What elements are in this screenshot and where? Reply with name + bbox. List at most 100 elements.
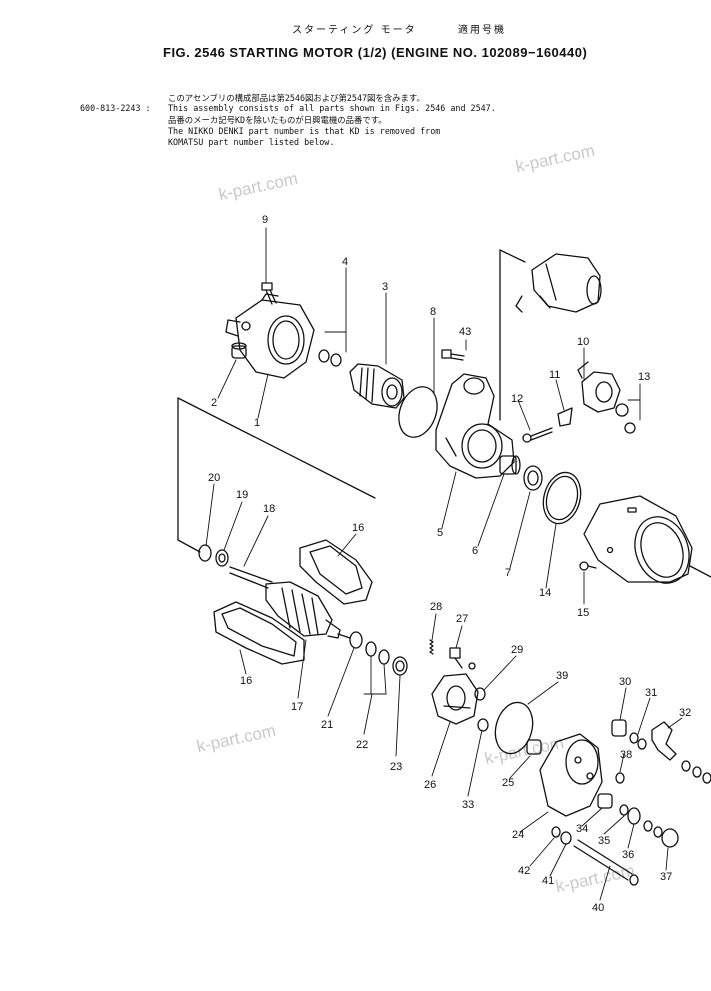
washer-part-36 [643, 820, 663, 838]
washer-part-29 [474, 687, 486, 701]
armature-part-17 [229, 566, 351, 639]
callout-20: 20 [208, 472, 221, 484]
bush-part-30 [611, 719, 627, 737]
washers-part-22 [365, 641, 390, 665]
callout-3: 3 [382, 281, 389, 293]
pinion-clutch-part-3 [349, 363, 405, 409]
plate-part-11 [557, 407, 573, 427]
callout-22: 22 [356, 739, 369, 751]
callout-24: 24 [512, 829, 525, 841]
washer-part-23 [392, 656, 408, 676]
callout-12: 12 [511, 393, 524, 405]
callout-1: 1 [254, 417, 261, 429]
spring-part-28 [429, 639, 434, 655]
rear-cover-part-24 [539, 733, 603, 817]
callout-33: 33 [462, 799, 475, 811]
callout-2: 2 [211, 397, 218, 409]
washer-part-31 [629, 732, 647, 750]
bush-part-6 [499, 455, 521, 475]
washers-part-35 [619, 804, 641, 825]
assembly-part-number: 600-813-2243 : [80, 103, 151, 113]
frame-lines [177, 249, 711, 578]
callout-34: 34 [576, 823, 589, 835]
callout-23: 23 [390, 761, 403, 773]
callout-30: 30 [619, 676, 632, 688]
leader-lines [205, 227, 683, 901]
bearing-part-7 [523, 465, 543, 491]
callout-10: 10 [577, 336, 590, 348]
callout-27: 27 [456, 613, 469, 625]
title-japanese: スターティング モータ [292, 25, 417, 36]
note-japanese-2: 品番のメーカ記号KDを除いたものが日興電機の品番です。 [168, 115, 387, 125]
lever-housing-part-5 [435, 373, 515, 479]
callout-9: 9 [262, 214, 269, 226]
callout-37: 37 [660, 871, 673, 883]
yoke-frame [583, 495, 693, 584]
callout-35: 35 [598, 835, 611, 847]
callout-42: 42 [518, 865, 531, 877]
callout-31: 31 [645, 687, 658, 699]
through-bolt-part-40 [573, 839, 639, 886]
callout-16-upper: 16 [352, 522, 365, 534]
callout-4: 4 [342, 256, 349, 268]
bush-part-34 [597, 793, 613, 809]
callout-6: 6 [472, 545, 479, 557]
cap-part-37 [661, 828, 679, 848]
bolt-part-15 [579, 561, 597, 571]
callout-25: 25 [502, 777, 515, 789]
callout-16-lower: 16 [240, 675, 253, 687]
washers-part-4 [318, 349, 342, 367]
bracket-part-32 [651, 721, 711, 784]
note-japanese-1: このアセンブリの構成部品は第2546図および第2547図を含みます。 [168, 93, 425, 103]
washer-part-41 [560, 831, 572, 845]
note-line-2: The NIKKO DENKI part number is that KD i… [168, 126, 441, 136]
ring-part-20 [198, 544, 212, 562]
figure-title: FIG. 2546 STARTING MOTOR (1/2) (ENGINE N… [163, 45, 588, 60]
callout-29: 29 [511, 644, 524, 656]
pole-shoe-part-16-upper [299, 539, 373, 605]
callout-19: 19 [236, 489, 249, 501]
callout-8: 8 [430, 306, 437, 318]
callout-18: 18 [263, 503, 276, 515]
callout-17: 17 [291, 701, 304, 713]
ring-part-14 [542, 471, 582, 525]
washer-part-33 [477, 718, 489, 732]
callout-36: 36 [622, 849, 635, 861]
assembled-starter-motor [515, 253, 602, 313]
callout-43: 43 [459, 326, 472, 338]
callout-39: 39 [556, 670, 569, 682]
bush-part-25 [526, 739, 542, 755]
callout-32: 32 [679, 707, 692, 719]
brush-part-27 [449, 647, 476, 670]
magnetic-switch-part-10 [577, 361, 621, 413]
nuts-part-13 [615, 403, 636, 434]
bolt-part-12 [522, 427, 553, 443]
callout-11: 11 [549, 369, 561, 381]
o-ring-part-8 [398, 386, 438, 438]
callout-40: 40 [592, 902, 605, 914]
front-housing-part-1 [225, 293, 315, 379]
callout-28: 28 [430, 601, 443, 613]
pole-shoe-part-16-lower [213, 601, 305, 665]
callout-14: 14 [539, 587, 552, 599]
callout-7: 7 [505, 567, 512, 579]
brush-holder-part-26 [431, 673, 479, 725]
washer-part-42 [551, 826, 561, 838]
washer-part-38 [615, 772, 625, 784]
note-line-3: KOMATSU part number listed below. [168, 137, 335, 147]
applicable-units-japanese: 適用号機 [458, 25, 506, 36]
callout-38: 38 [620, 749, 633, 761]
callout-15: 15 [577, 607, 590, 619]
bush-part-2 [231, 342, 247, 359]
bolt-part-43 [441, 349, 465, 361]
ring-part-19 [215, 549, 229, 567]
o-ring-part-39 [494, 701, 534, 755]
note-line-1: This assembly consists of all parts show… [168, 103, 496, 113]
callout-21: 21 [321, 719, 334, 731]
washer-part-21 [349, 631, 363, 649]
callout-26: 26 [424, 779, 437, 791]
callout-41: 41 [542, 875, 555, 887]
callout-5: 5 [437, 527, 444, 539]
